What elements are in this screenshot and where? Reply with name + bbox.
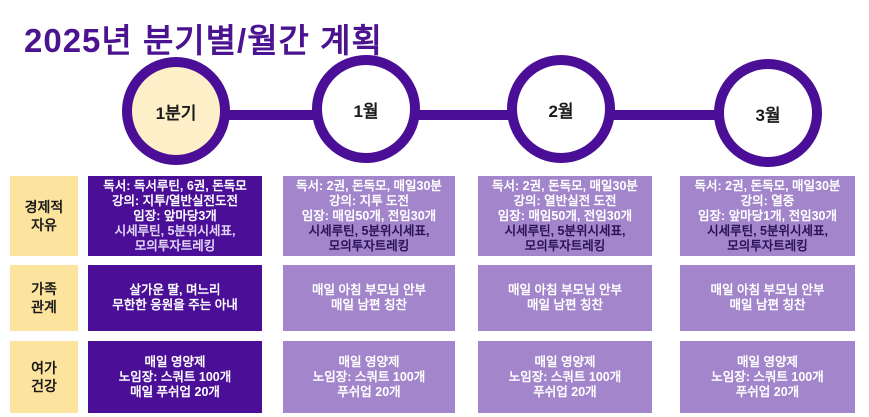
cell-line: 매일 영양제 [534, 354, 596, 369]
cell-subline: 모의투자트레킹 [524, 238, 606, 253]
timeline-node-feb: 2월 [507, 55, 615, 163]
cell-line: 노임장: 스쿼트 100개 [508, 369, 622, 384]
cell-line: 독서: 2권, 돈독모, 매일30분 [296, 178, 442, 193]
cell-subline: 시세루틴, 5분위시세표, [308, 223, 430, 238]
cell-line: 독서: 2권, 돈독모, 매일30분 [694, 178, 841, 193]
cell-line: 푸쉬업 20개 [533, 384, 597, 399]
cell-line: 매일 푸쉬업 20개 [130, 384, 220, 399]
cell-line: 강의: 지투 도전 [328, 193, 410, 208]
cell-line: 매일 아침 부모님 안부 [710, 283, 825, 297]
row-label-economy: 경제적 자유 [10, 176, 78, 256]
cell-line: 노임장: 스쿼트 100개 [711, 369, 824, 384]
cell-line: 푸쉬업 20개 [337, 384, 401, 399]
cell-subline: 시세루틴, 5분위시세표, [504, 223, 626, 238]
cell-line: 강의: 열반실전 도전 [513, 193, 617, 208]
cell-line: 매일 남편 칭찬 [331, 298, 407, 312]
cell-line: 매일 영양제 [737, 354, 798, 369]
cell-line: 임장: 매임50개, 전임30개 [497, 208, 633, 223]
cell-line: 임장: 앞마당3개 [133, 208, 217, 223]
timeline-line [180, 110, 780, 120]
cell-line: 매일 영양제 [338, 354, 400, 369]
cell-line: 강의: 열중 [740, 193, 795, 208]
cell-line: 푸쉬업 20개 [735, 384, 800, 399]
cell-subline: 모의투자트레킹 [727, 238, 808, 253]
cell-line: 살가운 딸, 며느리 [129, 283, 221, 297]
cell-line: 노임장: 스쿼트 100개 [312, 369, 426, 384]
cell-line: 매일 아침 부모님 안부 [312, 283, 426, 297]
timeline-node-q1: 1분기 [122, 57, 230, 165]
cell-line: 임장: 앞마당1개, 전임30개 [698, 208, 837, 223]
cell-subline: 모의투자트레킹 [328, 238, 410, 253]
cell-subline: 시세루틴, 5분위시세표, [114, 223, 236, 238]
row-label-family: 가족 관계 [10, 265, 78, 331]
timeline-node-mar: 3월 [714, 59, 822, 167]
cell-line: 매일 영양제 [144, 354, 206, 369]
cell-line: 독서: 독서루틴, 6권, 돈독모 [103, 178, 247, 193]
cell-subline: 시세루틴, 5분위시세표, [707, 223, 828, 238]
cell-line: 매일 아침 부모님 안부 [508, 283, 622, 297]
cell-line: 강의: 지투/열반실전도전 [111, 193, 239, 208]
cell-line: 무한한 응원을 주는 아내 [112, 298, 238, 312]
page-title: 2025년 분기별/월간 계획 [24, 22, 383, 59]
row-label-health: 여가 건강 [10, 341, 78, 413]
cell-line: 임장: 매임50개, 전임30개 [301, 208, 437, 223]
cell-line: 매일 남편 칭찬 [527, 298, 603, 312]
cell-line: 독서: 2권, 돈독모, 매일30분 [492, 178, 638, 193]
cell-line: 매일 남편 칭찬 [729, 298, 806, 312]
cell-line: 노임장: 스쿼트 100개 [118, 369, 232, 384]
timeline-node-jan: 1월 [312, 55, 420, 163]
cell-subline: 모의투자트레킹 [134, 238, 216, 253]
